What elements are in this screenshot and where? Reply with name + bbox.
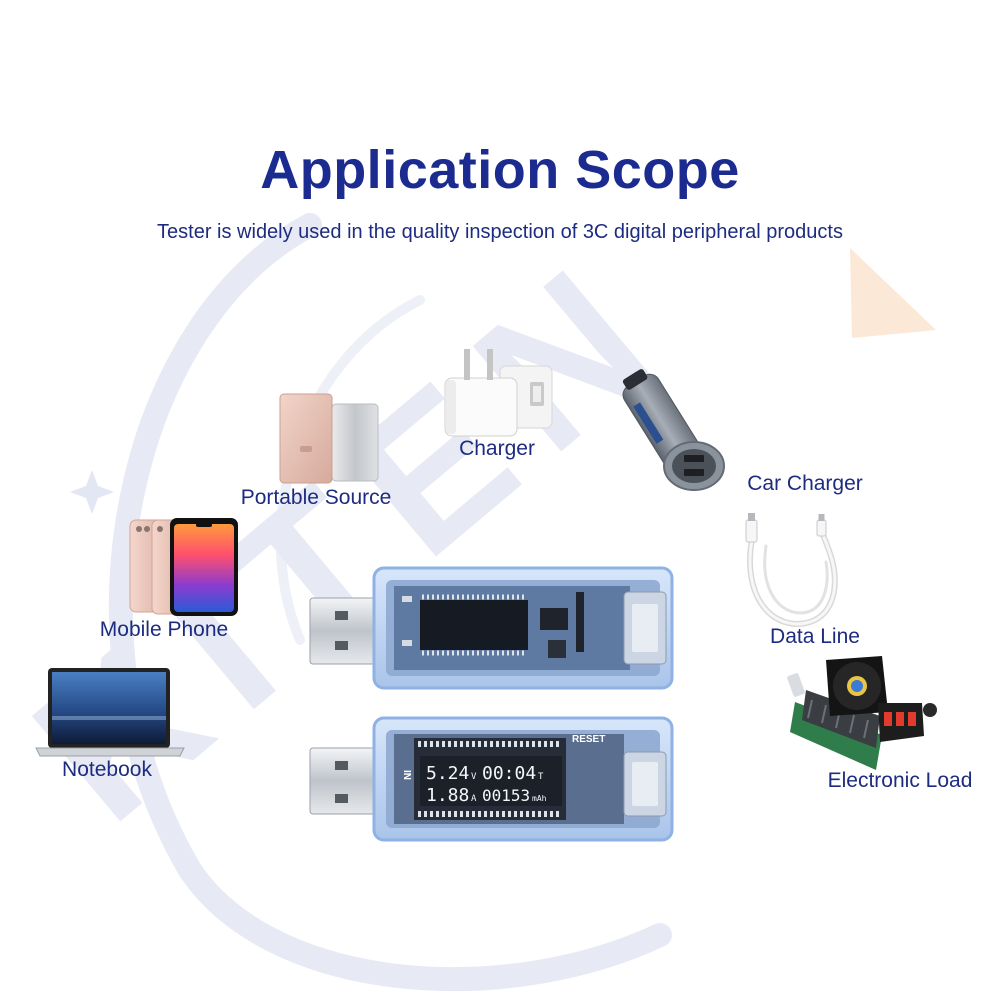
label-portable-source: Portable Source xyxy=(240,486,392,509)
label-car-charger: Car Charger xyxy=(747,472,863,495)
lcd-current-unit: A xyxy=(471,794,477,804)
data-line-image xyxy=(745,513,838,628)
watermark-ring xyxy=(108,213,672,992)
label-electronic-load: Electronic Load xyxy=(827,769,973,792)
lcd-time-value: 00:04 xyxy=(482,763,536,784)
watermark-star xyxy=(70,470,114,514)
usb-tester-lcd-image xyxy=(309,716,674,842)
usb-tester-board-image xyxy=(309,566,674,690)
car-charger-image xyxy=(622,369,725,491)
lcd-time-unit: T xyxy=(538,772,544,782)
notebook-image xyxy=(35,668,185,757)
lcd-voltage-value: 5.24 xyxy=(426,763,469,784)
tester-reset-label: RESET xyxy=(572,734,605,745)
accent-triangle xyxy=(850,248,936,338)
label-data-line: Data Line xyxy=(770,625,860,648)
electronic-load-image xyxy=(787,656,937,770)
label-charger: Charger xyxy=(459,437,535,460)
tester-input-label: IN xyxy=(401,770,412,780)
label-notebook: Notebook xyxy=(62,758,152,781)
charger-image xyxy=(444,349,553,437)
lcd-voltage-unit: V xyxy=(471,772,477,782)
mobile-phones-image xyxy=(129,518,238,616)
lcd-capacity-value: 00153 xyxy=(482,786,530,805)
page-title: Application Scope xyxy=(260,140,740,200)
power-bank-image xyxy=(279,393,379,484)
lcd-capacity-unit: mAh xyxy=(532,794,547,803)
page-subtitle: Tester is widely used in the quality ins… xyxy=(157,221,843,243)
label-mobile-phone: Mobile Phone xyxy=(99,618,229,641)
lcd-current-value: 1.88 xyxy=(426,785,469,806)
